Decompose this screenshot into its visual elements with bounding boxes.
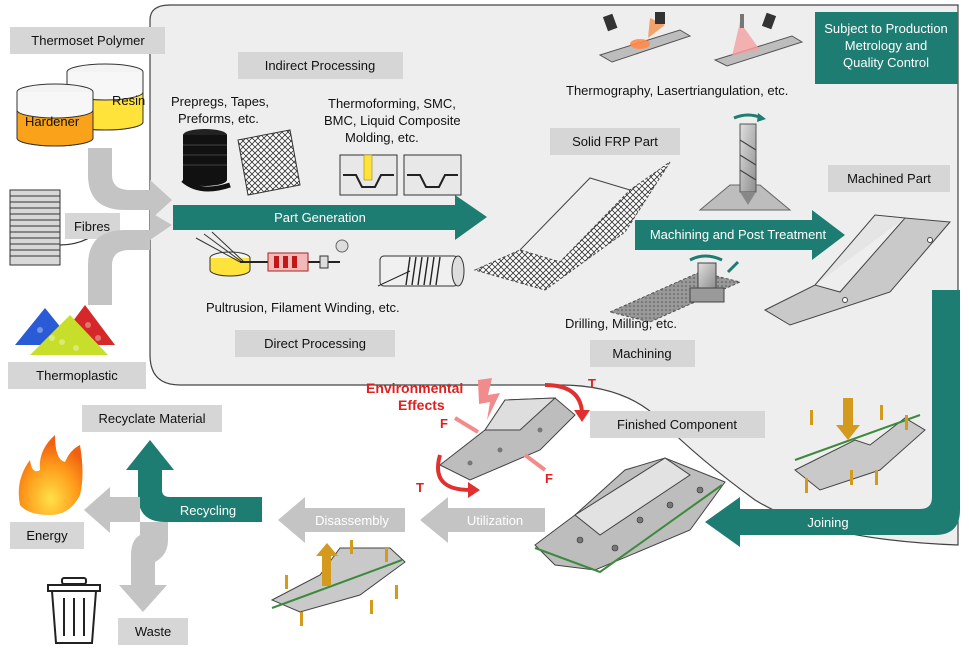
recycling-arrow xyxy=(126,440,262,522)
joining-label: Joining xyxy=(807,515,848,530)
force-arrow-right xyxy=(523,453,547,472)
prepregs-label-1: Prepregs, Tapes, xyxy=(171,94,269,109)
energy-label: Energy xyxy=(26,528,68,543)
environmental-effects-label-2: Effects xyxy=(398,397,445,413)
laser-triangulation-icon xyxy=(713,12,804,67)
torque-label-bottom: T xyxy=(416,480,424,495)
indirect-processing-label: Indirect Processing xyxy=(265,58,376,73)
quality-control-label-3: Quality Control xyxy=(843,55,929,70)
torque-label-top: T xyxy=(588,376,596,391)
quality-control-label-2: Metrology and xyxy=(845,38,927,53)
finished-component-label: Finished Component xyxy=(617,417,737,432)
prepreg-roll-icon xyxy=(181,129,231,192)
disassembly-arrow xyxy=(278,497,405,543)
environmental-effects-label-1: Environmental xyxy=(366,380,463,396)
direct-processing-box xyxy=(235,330,395,357)
thermoforming-label-2: BMC, Liquid Composite xyxy=(324,113,461,128)
flame-icon xyxy=(18,435,83,515)
recyclate-material-label: Recyclate Material xyxy=(99,411,206,426)
pultrusion-icon xyxy=(195,231,349,277)
drill-bit-icon xyxy=(698,113,792,211)
machining-label: Machining xyxy=(612,346,671,361)
thermoplastic-label: Thermoplastic xyxy=(36,368,118,383)
utilization-label: Utilization xyxy=(467,513,523,528)
finished-component-icon xyxy=(534,457,726,574)
resin-hardener-icon: Resin Hardener xyxy=(16,63,145,147)
resin-label: Resin xyxy=(112,93,145,108)
force-arrow-left xyxy=(453,416,480,434)
energy-box xyxy=(10,522,84,549)
merge-arrow-bottom xyxy=(88,212,172,305)
waste-arrow xyxy=(119,522,168,612)
quality-control-label-1: Subject to Production xyxy=(824,21,948,36)
machined-part-box xyxy=(828,165,950,192)
recyclate-material-box xyxy=(82,405,222,432)
machined-part-icon xyxy=(763,214,952,326)
thermoplastic-box xyxy=(8,362,146,389)
force-label-left: F xyxy=(440,416,448,431)
torque-arrowhead-top xyxy=(574,410,590,422)
solid-frp-part-label: Solid FRP Part xyxy=(572,134,658,149)
thermoplastic-pellets-icon xyxy=(15,305,115,355)
waste-box xyxy=(118,618,188,645)
finished-component-box xyxy=(590,411,765,438)
woven-preform-icon xyxy=(237,129,301,196)
part-generation-arrow xyxy=(173,195,487,240)
thermography-icon xyxy=(598,12,692,63)
machined-part-label: Machined Part xyxy=(847,171,931,186)
fibres-label: Fibres xyxy=(74,219,111,234)
machining-post-treatment-label: Machining and Post Treatment xyxy=(650,227,827,242)
hardener-label: Hardener xyxy=(25,114,80,129)
thermoforming-label-3: Molding, etc. xyxy=(345,130,419,145)
thermography-label: Thermography, Lasertriangulation, etc. xyxy=(566,83,788,98)
direct-processing-label: Direct Processing xyxy=(264,336,366,351)
merge-arrow-top xyxy=(88,148,172,220)
thermoset-polymer-label: Thermoset Polymer xyxy=(31,33,145,48)
thermoforming-mold-icon xyxy=(339,154,462,196)
thermoforming-label-1: Thermoforming, SMC, xyxy=(328,96,456,111)
energy-arrow xyxy=(84,487,140,533)
waste-label: Waste xyxy=(135,624,171,639)
torque-arrow-top xyxy=(544,383,584,413)
quality-control-box xyxy=(815,12,958,84)
filament-winding-icon xyxy=(377,255,465,287)
solid-frp-part-icon xyxy=(473,161,671,291)
utilization-arrow xyxy=(420,497,545,543)
drilling-label: Drilling, Milling, etc. xyxy=(565,316,677,331)
torque-arrow-bottom xyxy=(436,454,471,492)
loaded-part-icon xyxy=(439,397,576,481)
recycling-label: Recycling xyxy=(180,503,236,518)
milling-icon xyxy=(608,254,742,323)
machining-post-treatment-arrow xyxy=(635,210,845,260)
joined-assembly-icon xyxy=(794,398,926,493)
lightning-icon xyxy=(478,378,500,420)
joining-arrow xyxy=(705,290,960,547)
disassembly-label: Disassembly xyxy=(315,513,389,528)
force-label-right: F xyxy=(545,471,553,486)
solid-frp-part-box xyxy=(550,128,680,155)
pultrusion-label: Pultrusion, Filament Winding, etc. xyxy=(206,300,400,315)
prepregs-label-2: Preforms, etc. xyxy=(178,111,259,126)
trash-bin-icon xyxy=(47,577,101,644)
machining-box xyxy=(590,340,695,367)
part-generation-label: Part Generation xyxy=(274,210,366,225)
indirect-processing-box xyxy=(238,52,403,79)
torque-arrowhead-bottom xyxy=(468,482,480,498)
thermoset-polymer-box xyxy=(10,27,165,54)
disassembled-parts-icon xyxy=(270,540,406,626)
